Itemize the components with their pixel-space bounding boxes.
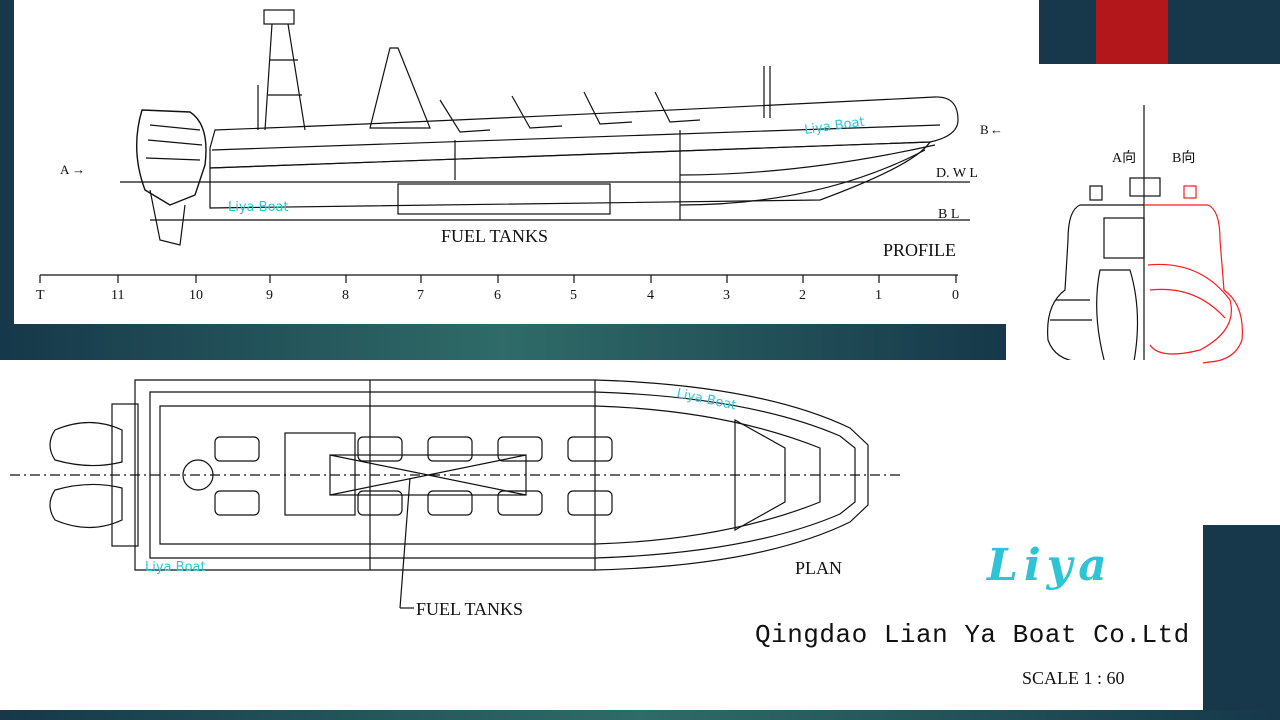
station-label: 3 — [723, 288, 730, 303]
station-label: 2 — [799, 288, 806, 303]
station-label: 7 — [417, 288, 424, 303]
plan-engine-upper — [49, 421, 123, 467]
dwl-label: D. W L — [936, 166, 978, 181]
plan-title: PLAN — [795, 558, 842, 578]
drawing-scale: SCALE 1 : 60 — [1022, 668, 1125, 688]
plan-seat — [214, 490, 260, 516]
company-name: Qingdao Lian Ya Boat Co.Ltd — [755, 620, 1190, 650]
rear-label-b: B向 — [1172, 150, 1195, 166]
plan-seat — [497, 490, 543, 516]
arrow-b-icon: ← — [990, 122, 1003, 137]
plan-fuel-tanks-label: FUEL TANKS — [416, 599, 523, 619]
plan-engine-lower — [49, 483, 123, 529]
plan-seat — [357, 490, 403, 516]
arrow-a-icon: → — [72, 162, 85, 177]
console-screen — [369, 47, 431, 129]
profile-drawing: A → B ← D. W L B L FUEL TANKS PROFILE Li… — [36, 9, 1003, 303]
profile-title: PROFILE — [883, 240, 956, 260]
arrow-b-label: B — [980, 122, 989, 137]
station-label: 0 — [952, 288, 959, 303]
profile-fuel-tank — [397, 183, 611, 215]
arrow-a-label: A — [60, 162, 70, 177]
liya-logo-text: Liya — [985, 542, 1113, 590]
bg-bottom-band — [0, 710, 1280, 720]
bl-label: B L — [938, 207, 959, 222]
station-label: 9 — [266, 288, 273, 303]
plan-seat — [567, 436, 613, 462]
bg-top-right-red — [1096, 0, 1168, 64]
station-label: T — [36, 288, 45, 303]
plan-hatch — [182, 459, 214, 491]
plan-panel: PLAN FUEL TANKS Liya Boat Liya Boat — [0, 360, 1203, 710]
station-label: 11 — [111, 288, 124, 303]
plan-seat — [497, 436, 543, 462]
plan-seat — [427, 436, 473, 462]
hull-tube — [209, 96, 959, 169]
bg-middle-band — [0, 324, 1006, 360]
radar-dome — [263, 9, 295, 25]
bg-bottom-right-block — [1203, 525, 1280, 720]
plan-hull-outline — [134, 379, 869, 571]
plan-seat — [214, 436, 260, 462]
plan-drawing: PLAN FUEL TANKS Liya Boat Liya Boat — [10, 379, 900, 619]
plan-watermark-2: Liya Boat — [675, 386, 737, 413]
station-label: 8 — [342, 288, 349, 303]
profile-watermark-1: Liya Boat — [228, 200, 289, 215]
plan-watermark-1: Liya Boat — [145, 560, 206, 575]
profile-fuel-tanks-label: FUEL TANKS — [441, 226, 548, 246]
profile-watermark-2: Liya Boat — [803, 115, 865, 138]
profile-outboard-engine — [136, 109, 207, 206]
liya-logo: Liya — [985, 542, 1113, 590]
station-label: 4 — [647, 288, 654, 303]
plan-seat — [427, 490, 473, 516]
station-label: 1 — [875, 288, 882, 303]
rear-label-a: A向 — [1112, 150, 1136, 166]
hull-body — [209, 141, 932, 209]
bg-left-strip — [0, 0, 14, 360]
station-label: 5 — [570, 288, 577, 303]
profile-panel: A → B ← D. W L B L FUEL TANKS PROFILE Li… — [14, 0, 1006, 324]
plan-console — [284, 432, 356, 516]
plan-seat — [357, 436, 403, 462]
station-label: 10 — [189, 288, 203, 303]
station-label: 6 — [494, 288, 501, 303]
plan-seat — [567, 490, 613, 516]
